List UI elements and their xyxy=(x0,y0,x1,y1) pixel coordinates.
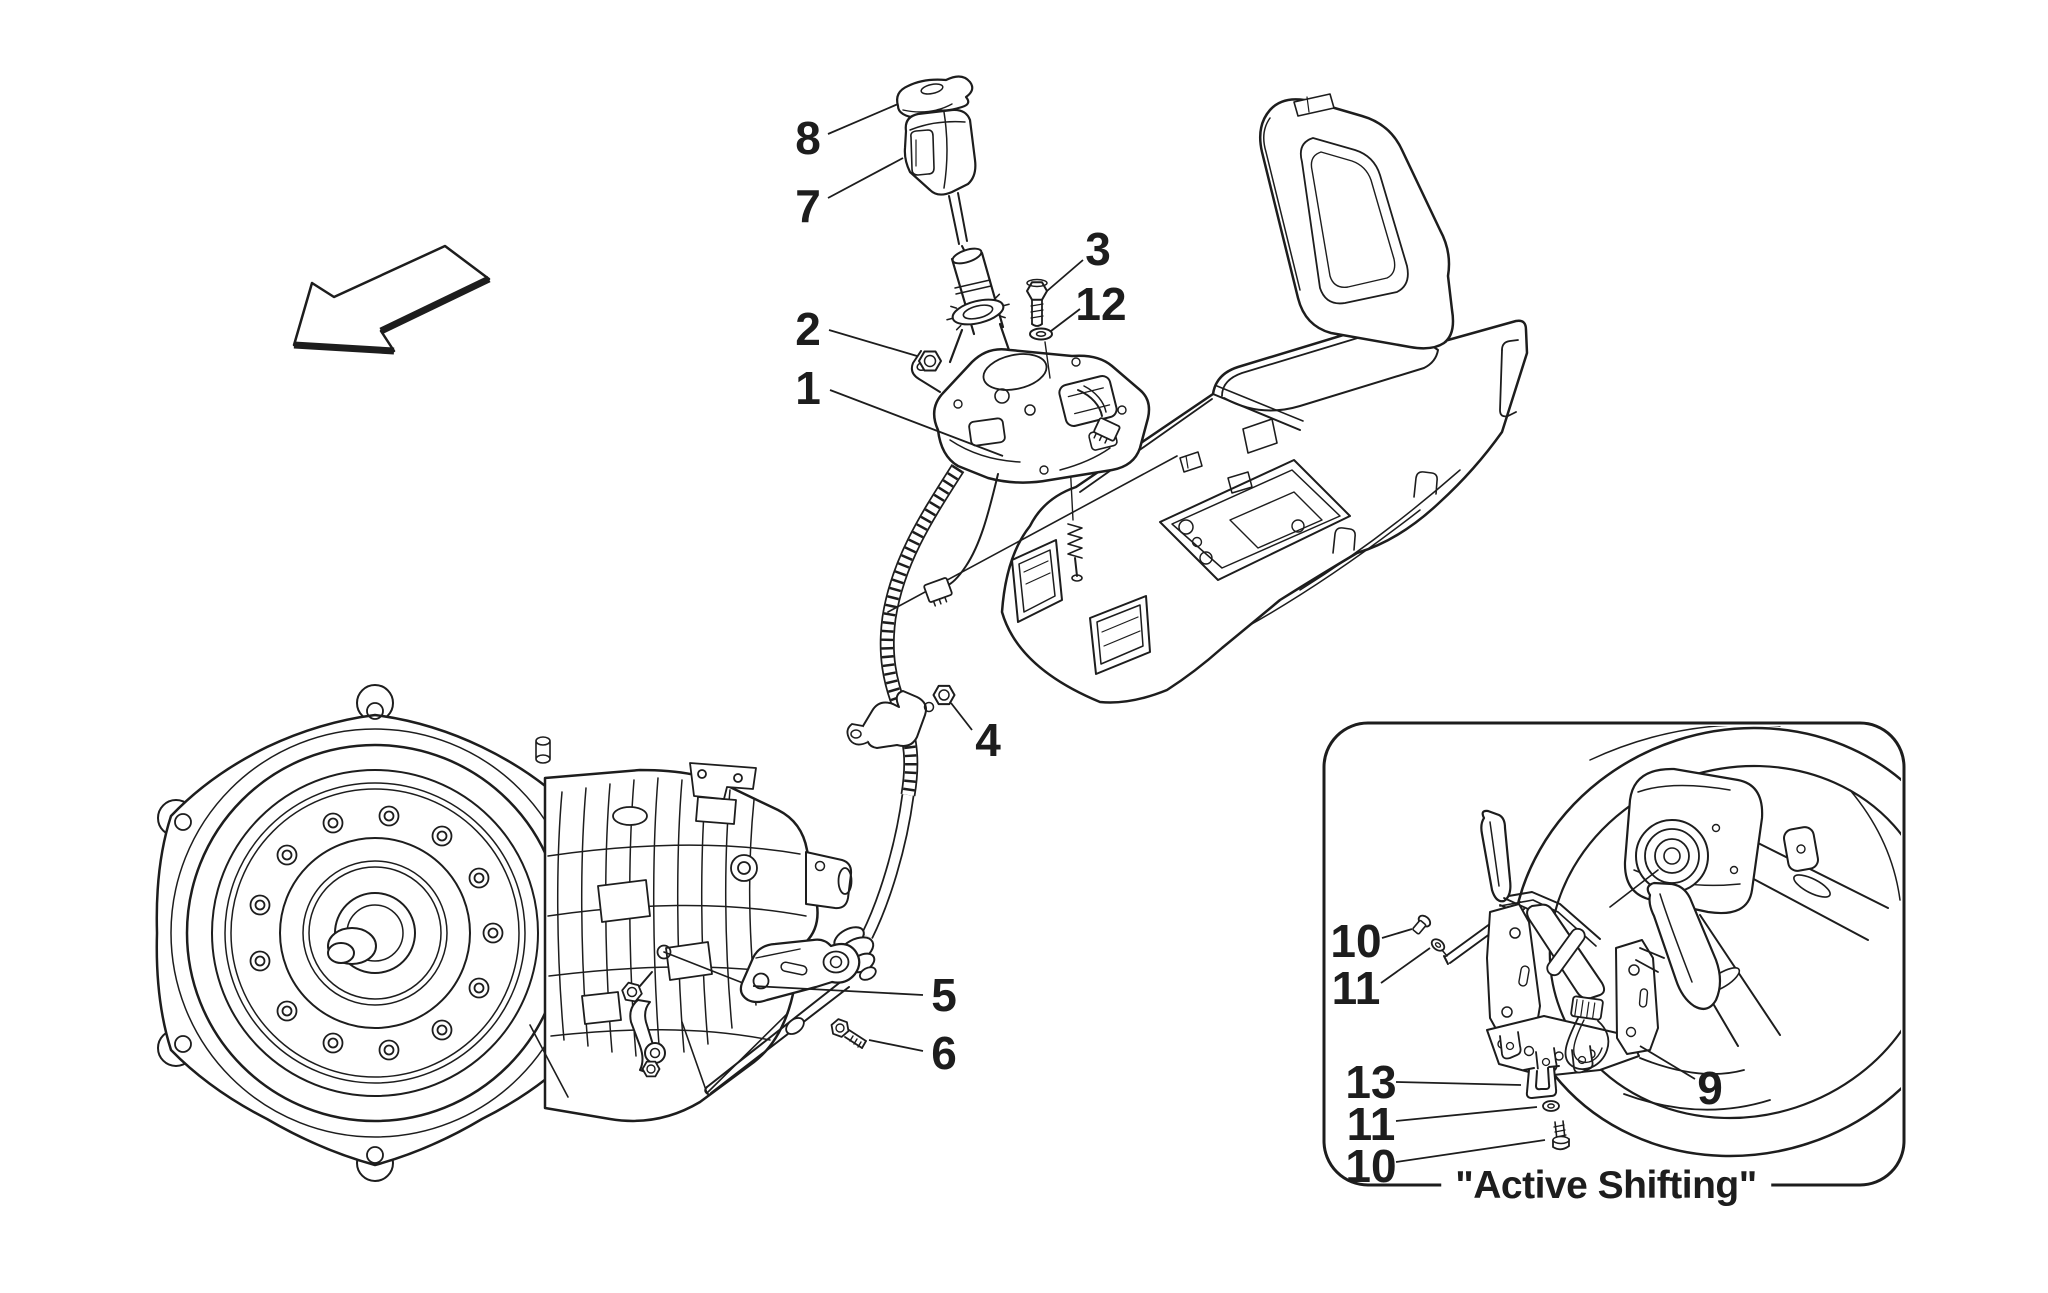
clamp-nut xyxy=(932,684,956,706)
callout-12-5: 12 xyxy=(1075,278,1127,330)
callout-11-13: 11 xyxy=(1346,1098,1396,1150)
callout-1-3: 1 xyxy=(795,362,821,414)
flywheel-bolts xyxy=(249,805,504,1061)
paddle-bracket xyxy=(1443,809,1722,1077)
shifter-lever-shaft xyxy=(946,192,1013,364)
breather-nipple xyxy=(535,736,551,764)
callout-6-8: 6 xyxy=(931,1027,957,1079)
console-side-contours xyxy=(1249,469,1461,626)
console-rear-hook xyxy=(1499,339,1519,418)
callout-9-9: 9 xyxy=(1697,1062,1723,1114)
leader-line-13 xyxy=(1395,1081,1522,1086)
leader-line-11 xyxy=(1380,947,1431,984)
bracket-connector xyxy=(1570,995,1604,1021)
shift-cable xyxy=(861,463,965,939)
leader-line-2 xyxy=(828,329,918,357)
mounting-bolt xyxy=(1026,278,1048,327)
cable-rod xyxy=(704,979,850,1095)
leader-line-10 xyxy=(1381,928,1413,939)
inset-washer-lower xyxy=(1542,1100,1560,1112)
callout-5-7: 5 xyxy=(931,969,957,1021)
callout-4-6: 4 xyxy=(975,714,1001,766)
callout-2-2: 2 xyxy=(795,303,821,355)
leader-line-10 xyxy=(1395,1139,1546,1163)
inset-washer-upper xyxy=(1430,938,1448,957)
shifter-knob xyxy=(903,108,977,196)
transmission-flywheel-face xyxy=(185,743,565,1123)
steering-wheel xyxy=(1510,726,1901,1158)
shifter-assembly xyxy=(896,75,1151,607)
callout-8-0: 8 xyxy=(795,112,821,164)
mounting-washer xyxy=(1029,327,1053,379)
center-console xyxy=(887,93,1529,704)
leader-line-5 xyxy=(752,985,924,996)
callout-7-1: 7 xyxy=(795,180,821,232)
leader-line-8 xyxy=(827,103,899,135)
leader-line-4 xyxy=(950,702,973,731)
inset-caption: "Active Shifting" xyxy=(1441,1164,1771,1208)
console-vents xyxy=(1011,539,1151,675)
inset-screw-upper xyxy=(1412,914,1432,935)
leader-line-1 xyxy=(829,389,1004,457)
leader-line-12 xyxy=(1050,308,1081,332)
gearbox-mount-bracket xyxy=(689,762,757,800)
console-armrest-lid xyxy=(1259,93,1455,350)
paddle-right xyxy=(1635,881,1722,1011)
shifter-cover xyxy=(896,75,974,119)
callout-11-11: 11 xyxy=(1331,962,1381,1014)
transmission-selector-arm xyxy=(621,944,749,1078)
callout-10-10: 10 xyxy=(1330,915,1382,967)
harness-connector-lower xyxy=(923,473,999,607)
shaft-collar xyxy=(946,293,1010,331)
retaining-clip xyxy=(1523,1065,1560,1099)
leader-line-3 xyxy=(1046,259,1084,292)
hub-pointer xyxy=(1609,869,1659,908)
console-interior xyxy=(1159,385,1351,581)
cable-clamp xyxy=(846,690,935,749)
direction-arrow-icon xyxy=(292,244,491,355)
callout-10-14: 10 xyxy=(1345,1140,1397,1192)
leader-line-7 xyxy=(827,157,904,199)
shifter-base-unit xyxy=(910,348,1151,484)
output-shaft xyxy=(805,851,853,910)
inset-screw-lower xyxy=(1552,1120,1570,1151)
harness-connector-right xyxy=(1077,385,1121,444)
leader-line-6 xyxy=(868,1039,924,1052)
bracket-bolt xyxy=(830,1018,867,1049)
clamp-stud xyxy=(923,701,935,713)
transmission xyxy=(155,684,853,1182)
callout-3-4: 3 xyxy=(1085,223,1111,275)
pointer-lines xyxy=(529,1012,789,1098)
base-locking-nut xyxy=(918,350,942,372)
callout-13-12: 13 xyxy=(1345,1056,1397,1108)
leader-line-9 xyxy=(1639,1045,1696,1080)
console-side-notches xyxy=(1332,471,1438,554)
thumb-button xyxy=(1783,826,1819,872)
leader-line-11 xyxy=(1395,1106,1538,1122)
gearbox-bosses xyxy=(581,796,758,1025)
